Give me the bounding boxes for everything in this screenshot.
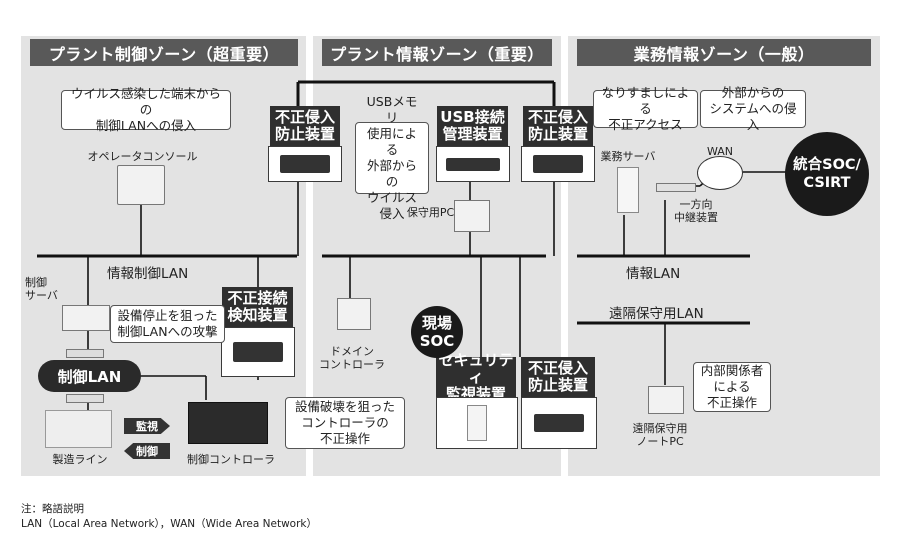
control-arrow: 制御 — [124, 443, 170, 459]
appliance-icon — [533, 155, 583, 173]
one-way-relay-label: 一方向 中継装置 — [674, 198, 718, 224]
control-server-label: 制御 サーバ — [25, 276, 58, 302]
control-lan-pill: 制御LAN — [38, 360, 141, 392]
zone-header-plant-control: プラント制御ゾーン（超重要） — [30, 39, 298, 66]
ips-device-1[interactable] — [268, 146, 342, 182]
operator-console-icon — [117, 165, 165, 205]
domain-controller-label: ドメイン コントローラ — [319, 345, 385, 371]
domain-controller-icon — [337, 298, 371, 330]
integrated-soc-circle: 統合SOC/ CSIRT — [785, 132, 869, 216]
ips-device-title-1: 不正侵入 防止装置 — [270, 106, 340, 146]
callout-virus-terminal: ウイルス感染した端末からの 制御LANへの侵入 — [61, 86, 231, 133]
appliance-icon — [233, 342, 283, 362]
maintenance-pc-icon — [454, 200, 490, 232]
appliance-icon — [280, 155, 330, 173]
remote-notebook-label: 遠隔保守用 ノートPC — [632, 422, 688, 448]
control-server-icon — [62, 305, 110, 331]
ips-device-title-3: 不正侵入 防止装置 — [521, 357, 595, 397]
wan-icon — [697, 156, 743, 190]
production-line-icon — [45, 410, 112, 448]
callout-impersonation: なりすましによる 不正アクセス — [593, 85, 698, 132]
ips-device-3[interactable] — [521, 397, 597, 449]
server-icon — [467, 405, 487, 441]
ids-device[interactable] — [221, 327, 295, 377]
footnote-title: 注：略語説明 — [21, 503, 84, 515]
operator-console-label: オペレータコンソール — [87, 150, 198, 163]
security-monitor-device[interactable] — [436, 397, 518, 449]
controller-icon — [188, 402, 268, 444]
wan-label: WAN — [706, 145, 734, 158]
remote-notebook-icon — [648, 386, 684, 414]
ips-device-2[interactable] — [521, 146, 595, 182]
ids-device-title: 不正接続 検知装置 — [222, 287, 293, 327]
control-lan-switch-top — [66, 349, 104, 358]
business-server-icon — [617, 167, 639, 213]
info-lan-label: 情報LAN — [626, 266, 681, 282]
security-monitor-title: セキュリティ 監視装置 — [436, 351, 516, 402]
one-way-relay-icon — [656, 183, 696, 192]
info-control-lan-label: 情報制御LAN — [107, 266, 189, 282]
controller-label: 制御コントローラ — [187, 453, 275, 466]
appliance-icon — [446, 157, 500, 171]
callout-external-system: 外部からの システムへの侵入 — [700, 85, 806, 132]
callout-equipment-destroy: 設備破壊を狙った コントローラの 不正操作 — [285, 397, 405, 449]
callout-equipment-stop: 設備停止を狙った 制御LANへの攻撃 — [110, 305, 225, 343]
zone-header-business-info: 業務情報ゾーン（一般） — [577, 39, 871, 66]
usb-device-title: USB接続 管理装置 — [437, 106, 508, 146]
callout-insider: 内部関係者 による 不正操作 — [693, 362, 771, 412]
callout-usb-memory: USBメモリ 使用による 外部からの ウイルス侵入 — [355, 94, 429, 221]
zone-header-plant-info: プラント情報ゾーン（重要） — [322, 39, 552, 66]
maintenance-pc-label: 保守用PC — [406, 206, 455, 219]
onsite-soc-circle: 現場 SOC — [411, 306, 463, 358]
usb-manager-device[interactable] — [436, 146, 510, 182]
footnote-abbreviations: LAN（Local Area Network），WAN（Wide Area Ne… — [21, 518, 317, 530]
control-lan-switch-bottom — [66, 394, 104, 403]
production-line-label: 製造ライン — [52, 453, 108, 466]
business-server-label: 業務サーバ — [600, 150, 656, 163]
monitor-arrow: 監視 — [124, 418, 170, 434]
ips-device-title-2: 不正侵入 防止装置 — [523, 106, 593, 146]
appliance-icon — [534, 414, 584, 432]
remote-lan-label: 遠隔保守用LAN — [609, 306, 704, 322]
